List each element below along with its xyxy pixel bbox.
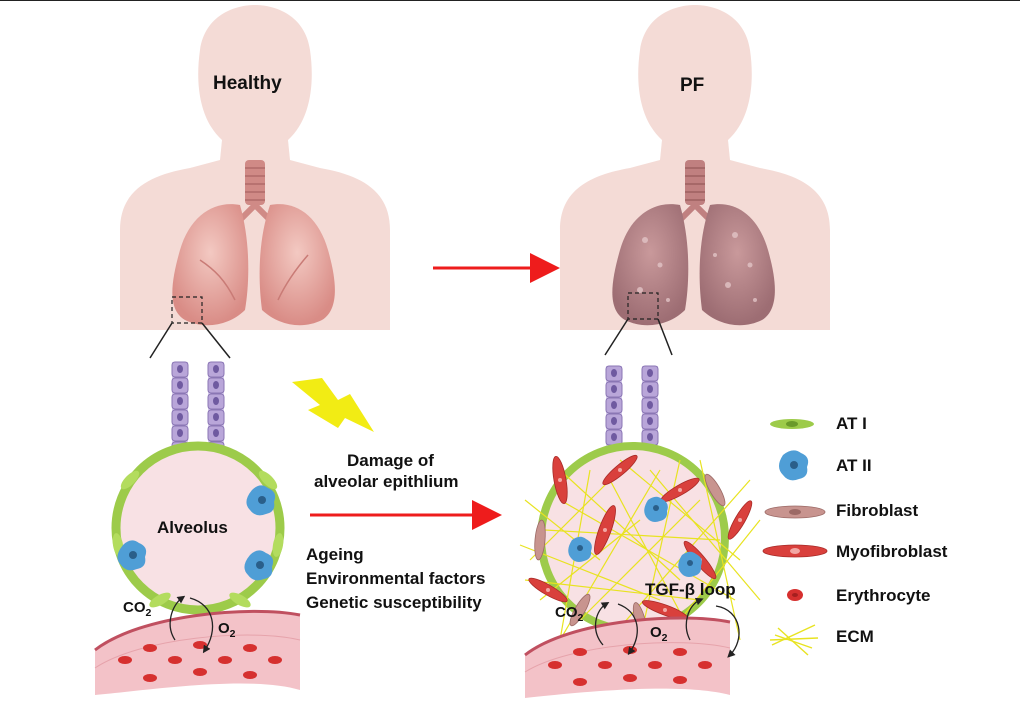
- legend-icons: [762, 419, 828, 656]
- healthy-at2-cells: [117, 485, 276, 581]
- healthy-at1-cells: [112, 470, 284, 608]
- pf-airway: [605, 365, 659, 462]
- myofibroblast-icon: [762, 544, 828, 558]
- healthy-zoom-line-right: [201, 322, 231, 359]
- legend-label-myofibroblast: Myofibroblast: [836, 542, 948, 561]
- tgf-loop-arrow-left: [685, 597, 704, 641]
- legend-label-erythrocyte: Erythrocyte: [836, 586, 931, 605]
- damage-label-line2: alveolar epithlium: [314, 472, 459, 491]
- legend-label-fibroblast: Fibroblast: [836, 501, 919, 520]
- legend-label-at1: AT I: [836, 414, 867, 433]
- o2-label-pf: O2: [650, 624, 668, 644]
- at1-cell-icon: [770, 419, 814, 429]
- healthy-zoom-box: [171, 296, 203, 324]
- pf-zoom-line-left: [604, 318, 629, 356]
- tgf-loop-label: TGF-β loop: [645, 580, 736, 599]
- lightning-icon: [292, 378, 374, 432]
- damage-label-line1: Damage of: [347, 451, 434, 470]
- factor-environmental: Environmental factors: [306, 569, 486, 588]
- pf-label: PF: [680, 75, 705, 96]
- pf-at2-cells: [568, 496, 702, 577]
- healthy-lungs: [172, 204, 335, 326]
- o2-label-healthy: O2: [218, 620, 236, 640]
- co2-arrow-pf: [594, 601, 610, 646]
- pf-alveolus: [537, 442, 729, 634]
- o2-arrow-pf: [617, 603, 638, 656]
- alveolus-label: Alveolus: [157, 518, 228, 537]
- ecm-icon: [769, 624, 819, 656]
- legend-label-at2: AT II: [836, 456, 872, 475]
- fibroblast-icon: [764, 505, 826, 519]
- healthy-label: Healthy: [213, 73, 282, 94]
- co2-arrow-healthy: [169, 595, 186, 641]
- factor-genetic: Genetic susceptibility: [306, 593, 482, 612]
- co2-label-pf: CO2: [555, 604, 584, 624]
- legend-label-ecm: ECM: [836, 627, 874, 646]
- pf-blood-vessel: [524, 616, 731, 698]
- factor-ageing: Ageing: [306, 545, 364, 564]
- pf-lungs: [612, 204, 775, 326]
- pf-myofibroblasts: [528, 454, 753, 620]
- pf-zoom-box: [627, 292, 659, 320]
- healthy-blood-vessel: [94, 609, 301, 695]
- healthy-alveolus: [111, 441, 285, 615]
- pf-zoom-line-right: [657, 318, 673, 356]
- healthy-zoom-line-left: [149, 322, 173, 359]
- tgf-loop-arrow-right: [715, 605, 740, 658]
- pf-trachea: [677, 160, 713, 223]
- at2-cell-icon: [779, 450, 809, 481]
- top-border-line: [0, 0, 1020, 1]
- co2-label-healthy: CO2: [123, 599, 152, 619]
- o2-arrow-healthy: [189, 597, 214, 654]
- erythrocyte-icon: [787, 589, 803, 601]
